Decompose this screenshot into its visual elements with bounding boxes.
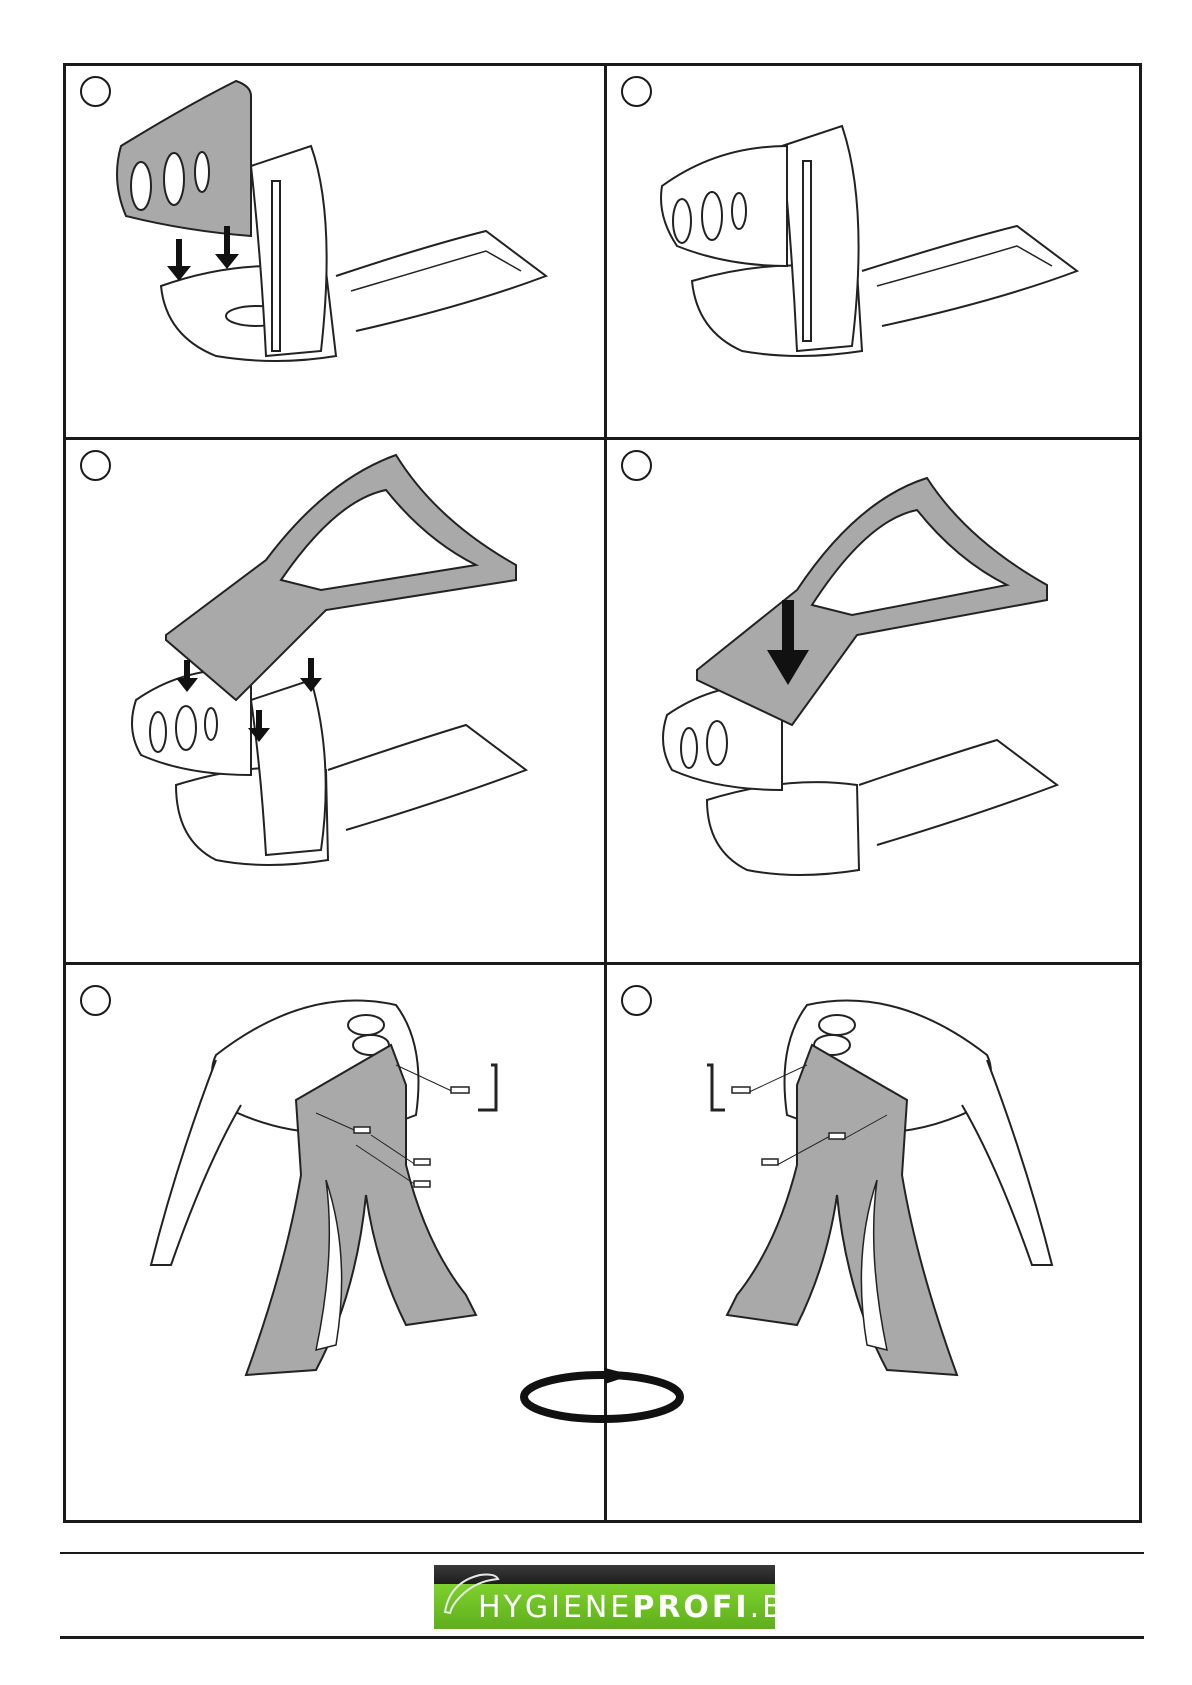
step-5-illustration (66, 965, 604, 1520)
panel-step-4 (607, 440, 1139, 962)
step-4-illustration (607, 440, 1139, 962)
panel-step-1 (66, 66, 604, 437)
step-3-illustration (66, 440, 604, 962)
instruction-grid (63, 63, 1142, 1523)
logo-part-1: HYGIENE (478, 1590, 632, 1625)
panel-step-5 (66, 965, 604, 1520)
footer-rule-top (60, 1552, 1144, 1554)
leaf-swoosh-icon (440, 1567, 500, 1617)
step-2-illustration (607, 66, 1139, 437)
logo-part-3: .BIZ (750, 1590, 775, 1625)
hygieneprofi-logo: HYGIENEPROFI.BIZ (434, 1565, 775, 1629)
rotate-arrow-icon (510, 1360, 695, 1435)
panel-step-3 (66, 440, 604, 962)
logo-part-2: PROFI (632, 1590, 749, 1625)
footer-rule-bottom (60, 1636, 1144, 1639)
panel-step-6 (607, 965, 1139, 1520)
logo-wordmark: HYGIENEPROFI.BIZ (478, 1590, 775, 1625)
step-6-illustration (607, 965, 1139, 1520)
step-1-illustration (66, 66, 604, 437)
panel-step-2 (607, 66, 1139, 437)
